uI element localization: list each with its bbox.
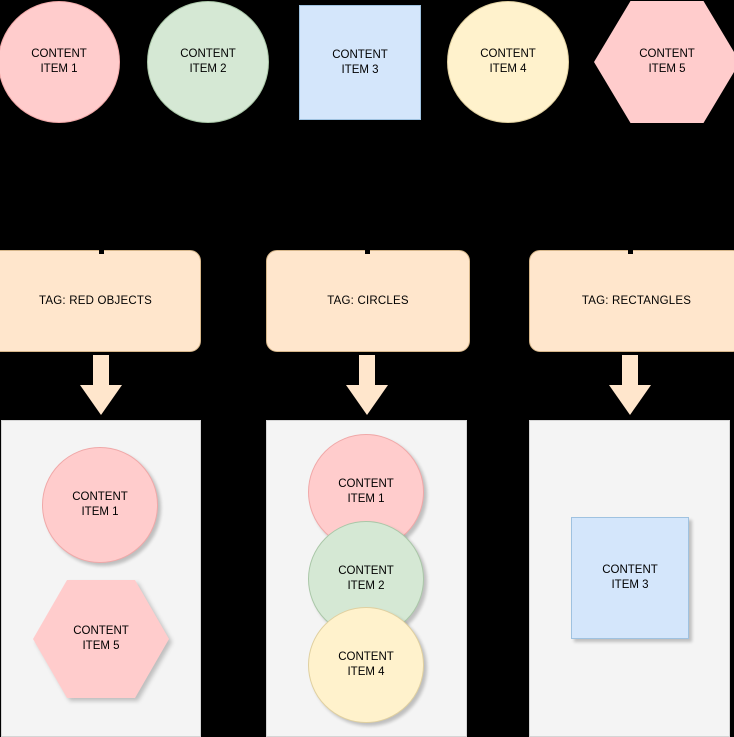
source-shape-label: CONTENT ITEM 2 (180, 48, 236, 75)
tag-box-rectangles[interactable]: TAG: RECTANGLES (529, 250, 734, 352)
source-shape-content-item-1[interactable]: CONTENT ITEM 1 (0, 1, 120, 123)
arrow-down-rectangles (609, 355, 651, 415)
tag-label: TAG: CIRCLES (327, 295, 409, 307)
result-shape-label: CONTENT ITEM 1 (72, 491, 128, 518)
source-shape-label: CONTENT ITEM 3 (332, 48, 388, 76)
arrow-stem (622, 355, 638, 385)
tag-box-red-objects[interactable]: TAG: RED OBJECTS (0, 250, 201, 352)
tag-notch (99, 249, 104, 254)
tag-notch (365, 249, 370, 254)
source-shape-label: CONTENT ITEM 4 (480, 48, 536, 75)
result-shape-label: CONTENT ITEM 2 (338, 565, 394, 592)
source-shape-content-item-5[interactable]: CONTENT ITEM 5 (594, 1, 734, 123)
tag-box-circles[interactable]: TAG: CIRCLES (266, 250, 470, 352)
arrow-down-red-objects (80, 355, 122, 415)
arrow-stem (93, 355, 109, 385)
result-shape-label: CONTENT ITEM 4 (338, 651, 394, 678)
source-shape-label: CONTENT ITEM 1 (31, 48, 87, 75)
result-shape-content-item-5-wrap: CONTENT ITEM 5 (33, 580, 169, 698)
arrow-head (609, 385, 651, 415)
result-shape-label: CONTENT ITEM 5 (73, 625, 129, 652)
source-shape-content-item-3[interactable]: CONTENT ITEM 3 (299, 5, 421, 120)
result-shape-content-item-5[interactable]: CONTENT ITEM 5 (33, 580, 169, 698)
source-shape-content-item-2[interactable]: CONTENT ITEM 2 (147, 1, 269, 123)
tag-label: TAG: RED OBJECTS (39, 295, 152, 307)
result-shape-label: CONTENT ITEM 1 (338, 478, 394, 505)
tag-label: TAG: RECTANGLES (581, 295, 692, 307)
arrow-head (346, 385, 388, 415)
tag-notch (628, 249, 633, 254)
arrow-head (80, 385, 122, 415)
source-shape-content-item-4[interactable]: CONTENT ITEM 4 (447, 1, 569, 123)
arrow-stem (359, 355, 375, 385)
result-shape-label: CONTENT ITEM 3 (602, 564, 658, 591)
result-shape-content-item-1[interactable]: CONTENT ITEM 1 (42, 447, 158, 563)
arrow-down-circles (346, 355, 388, 415)
result-shape-content-item-3[interactable]: CONTENT ITEM 3 (571, 517, 689, 639)
result-shape-circles-content-item-4[interactable]: CONTENT ITEM 4 (308, 607, 424, 723)
source-shape-label: CONTENT ITEM 5 (639, 48, 695, 75)
